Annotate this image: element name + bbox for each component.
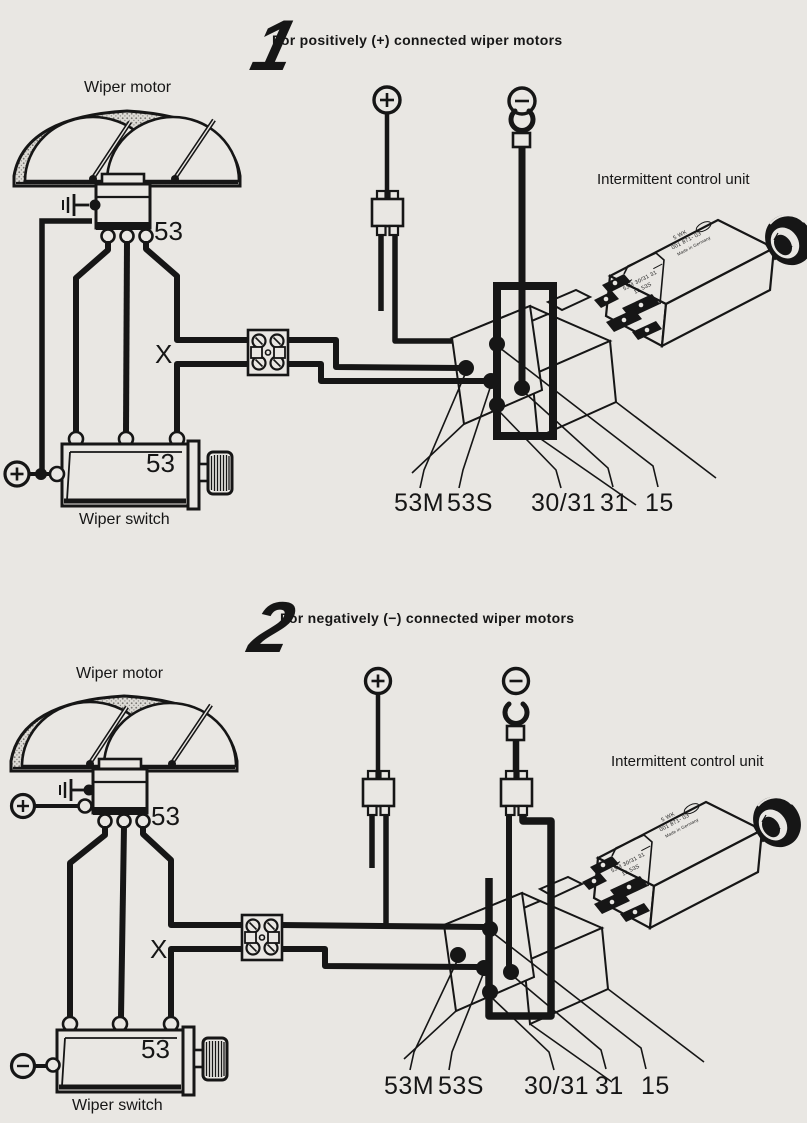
wiper-blade-icon bbox=[89, 118, 216, 183]
motor-body bbox=[91, 767, 149, 815]
intermittent-control-unit bbox=[592, 204, 807, 348]
terminal-labels: 53M 53S 30/31 31 15 bbox=[394, 489, 674, 517]
socket-feed-wires bbox=[287, 337, 486, 384]
diagram-2-number: 2 bbox=[240, 588, 302, 668]
splice-mark: X bbox=[150, 934, 167, 964]
switch-knob bbox=[201, 1036, 229, 1082]
diagram-2: 2 For negatively (−) connected wiper mot… bbox=[9, 588, 807, 1114]
terminal-label-53M: 53M bbox=[394, 489, 444, 517]
terminal-labels: 53M 53S 30/31 31 15 bbox=[384, 1072, 670, 1100]
motor-terminal bbox=[116, 813, 132, 829]
terminal-label-31: 31 bbox=[600, 489, 629, 517]
minus-terminal-icon bbox=[9, 1052, 61, 1080]
wiper-motor-label: Wiper motor bbox=[84, 79, 172, 96]
wiper-motor-figure: Wiper motor 53 bbox=[12, 79, 242, 246]
terminal-leader-lines bbox=[409, 932, 647, 1071]
terminal-label-30-31: 30/31 bbox=[531, 489, 596, 517]
motor-terminal-53-label: 53 bbox=[151, 801, 180, 831]
motor-body bbox=[94, 182, 152, 230]
terminal-label-31: 31 bbox=[595, 1072, 624, 1100]
motor-terminal bbox=[119, 228, 135, 244]
motor-terminal-53-label: 53 bbox=[154, 216, 183, 246]
plus-terminal-icon bbox=[9, 792, 93, 820]
switch-body bbox=[55, 1028, 185, 1094]
minus-terminal-icon bbox=[501, 666, 531, 696]
terminal-label-53M: 53M bbox=[384, 1072, 434, 1100]
diagram-2-title: For negatively (−) connected wiper motor… bbox=[280, 610, 574, 626]
terminal-label-30-31: 30/31 bbox=[524, 1072, 589, 1100]
intermittent-control-unit bbox=[580, 786, 807, 930]
battery-plus-feed bbox=[361, 666, 396, 925]
motor-base bbox=[93, 807, 147, 815]
battery-minus-feed bbox=[499, 666, 534, 817]
ground-icon bbox=[59, 779, 95, 801]
wiper-motor-label: Wiper motor bbox=[76, 665, 164, 682]
socket-terminals bbox=[458, 336, 530, 413]
control-unit-label: Intermittent control unit bbox=[597, 171, 750, 188]
control-unit-label: Intermittent control unit bbox=[611, 753, 764, 770]
minus-terminal-icon bbox=[507, 86, 537, 116]
switch-terminal-53-label: 53 bbox=[141, 1034, 170, 1064]
fork-terminal-icon bbox=[502, 701, 530, 726]
inline-connector bbox=[370, 189, 405, 237]
battery-minus-feed bbox=[507, 86, 537, 149]
motor-terminal bbox=[138, 228, 154, 244]
wiper-blade-icon bbox=[86, 703, 213, 768]
battery-plus-feed bbox=[370, 85, 492, 344]
terminal-label-53S: 53S bbox=[438, 1072, 484, 1100]
diagram-1: 1 For positively (+) connected wiper mot… bbox=[3, 6, 807, 528]
motor-terminal bbox=[135, 813, 151, 829]
supply-wire bbox=[39, 218, 92, 474]
diagram-2-heading: 2 For negatively (−) connected wiper mot… bbox=[240, 588, 574, 668]
splice-mark: X bbox=[155, 339, 172, 369]
wiper-switch-label: Wiper switch bbox=[79, 511, 170, 528]
motor-base bbox=[96, 222, 150, 230]
ground-icon bbox=[62, 194, 101, 216]
wiper-switch-figure: 53 Wiper switch bbox=[3, 430, 234, 528]
terminal-label-53S: 53S bbox=[447, 489, 493, 517]
motor-terminal bbox=[100, 228, 116, 244]
wiper-motor-figure: Wiper motor 53 bbox=[9, 665, 239, 831]
motor-to-switch-wires bbox=[73, 240, 249, 434]
splice-connector bbox=[246, 328, 290, 377]
switch-knob bbox=[206, 450, 234, 496]
wiper-switch-label: Wiper switch bbox=[72, 1097, 163, 1114]
motor-to-switch-wires bbox=[67, 825, 243, 1018]
fork-terminal-icon bbox=[508, 108, 536, 133]
switch-terminal-53-label: 53 bbox=[146, 448, 175, 478]
diagram-1-title: For positively (+) connected wiper motor… bbox=[272, 32, 562, 48]
wiper-switch-figure: 53 Wiper switch bbox=[9, 1015, 229, 1114]
terminal-leader-lines bbox=[419, 347, 659, 489]
plus-terminal-icon bbox=[372, 85, 402, 115]
diagram-1-heading: 1 For positively (+) connected wiper mot… bbox=[244, 6, 562, 86]
socket-terminals bbox=[450, 921, 519, 1000]
inline-connector bbox=[361, 769, 396, 817]
plus-terminal-icon bbox=[363, 666, 393, 696]
terminal-label-15: 15 bbox=[641, 1072, 670, 1100]
plus-terminal-icon bbox=[3, 460, 66, 488]
terminal-label-15: 15 bbox=[645, 489, 674, 517]
splice-connector bbox=[240, 913, 284, 962]
motor-terminal bbox=[97, 813, 113, 829]
socket-feed-wires bbox=[280, 922, 485, 970]
inline-connector bbox=[499, 769, 534, 817]
